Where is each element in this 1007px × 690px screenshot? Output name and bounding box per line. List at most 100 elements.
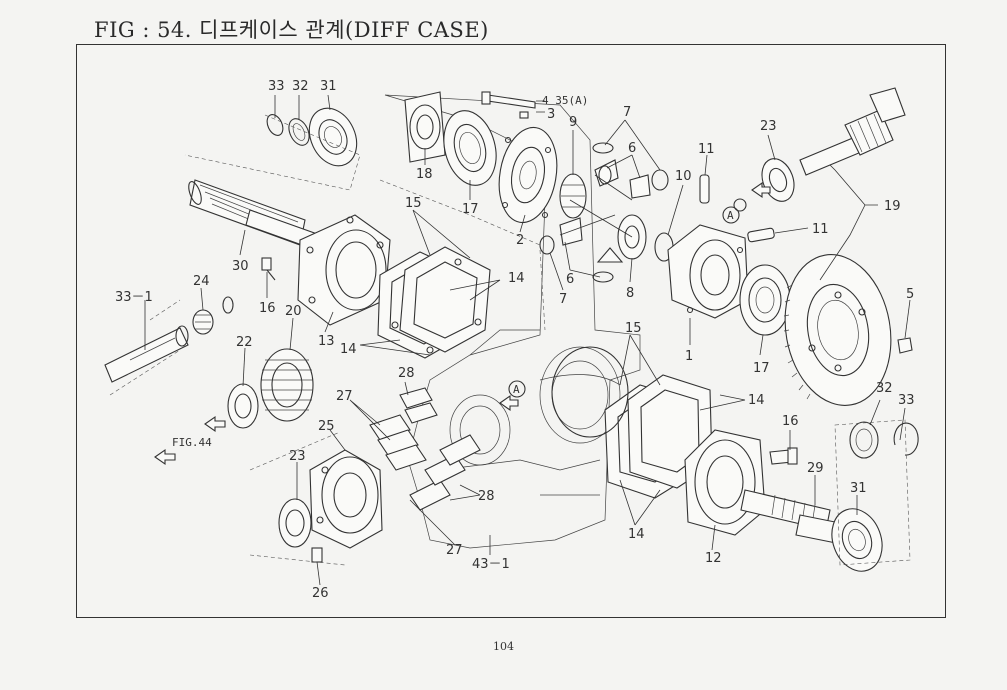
ref-a-case: A [513, 383, 520, 396]
callout-10: 10 [675, 169, 692, 184]
callout-33-upper: 33 [268, 79, 285, 94]
part-snap-ring-small [222, 296, 234, 314]
part-thrust-washer-7-b [651, 169, 669, 191]
part-thrust-washer-7-c [539, 235, 555, 255]
callout-14-upper: 14 [508, 271, 525, 286]
callout-12: 12 [705, 551, 722, 566]
callout-14-lower: 14 [628, 527, 645, 542]
callout-11-upper: 11 [698, 142, 715, 157]
part-bolt-26 [311, 547, 323, 563]
part-pinion-gear-6-upper [594, 159, 619, 187]
part-gasket-14-upper [377, 246, 491, 359]
part-bearing-17-right [739, 264, 791, 336]
part-drive-pinion-shaft-19 [799, 87, 906, 176]
arrow-ref-a-case [499, 380, 526, 412]
part-pinion-gear-6-right [629, 174, 651, 199]
part-lock-plates-28-upper [399, 387, 438, 424]
callout-23-lower: 23 [289, 449, 306, 464]
leader-lines [144, 94, 911, 586]
callout-22: 22 [236, 335, 253, 350]
part-bearing-23-lower [278, 498, 312, 548]
callout-20: 20 [285, 304, 302, 319]
part-bolt-5 [897, 337, 913, 354]
reference-labels: FIG.44 A A [172, 209, 734, 449]
part-gear-20 [260, 348, 314, 422]
ref-fig44: FIG.44 [172, 436, 212, 449]
callout-43-1: 43－1 [472, 557, 510, 572]
callout-13: 13 [318, 334, 335, 349]
callout-9: 9 [569, 115, 577, 130]
callout-19: 19 [884, 199, 901, 214]
part-bearing-31-lower [831, 508, 883, 572]
part-pin-11-lower [747, 227, 775, 243]
part-bearing-22 [227, 383, 259, 429]
part-bearing-housing-25 [309, 449, 383, 549]
callout-32-upper: 32 [292, 79, 309, 94]
callout-33-lower: 33 [898, 393, 915, 408]
callout-29: 29 [807, 461, 824, 476]
part-diff-case-1 [667, 224, 749, 319]
callout-33-1: 33－1 [115, 290, 153, 305]
callout-4-35a: 4 35(A) [542, 94, 588, 107]
arrow-left-mid [204, 415, 226, 433]
callout-14-left: 14 [340, 342, 357, 357]
callout-18: 18 [416, 167, 433, 182]
callout-2: 2 [516, 233, 524, 248]
part-bearing-17-upper [443, 110, 497, 186]
part-bolt-16-left [261, 257, 276, 281]
ref-a-pinion: A [727, 209, 734, 222]
callout-28-upper: 28 [398, 366, 415, 381]
diff-case-housing [379, 94, 641, 549]
callout-6-lower: 6 [566, 272, 574, 287]
callout-7-upper: 7 [623, 105, 631, 120]
callout-27-upper: 27 [336, 389, 353, 404]
callout-15-upper: 15 [405, 196, 422, 211]
callout-15-lower: 15 [625, 321, 642, 336]
part-pinion-gear-bottom [592, 247, 624, 283]
diagram-frame [76, 44, 946, 618]
arrow-ref-a-pinion [722, 181, 771, 224]
part-bolt-4 [481, 91, 536, 109]
callout-24: 24 [193, 274, 210, 289]
part-needle-bearing-24 [192, 309, 214, 335]
part-bolt-16-right [769, 447, 798, 465]
part-ring-gear [783, 254, 892, 406]
part-pin-3 [519, 111, 529, 119]
part-shaft-33-1 [104, 325, 189, 383]
callout-31-upper: 31 [320, 79, 337, 94]
callout-5: 5 [906, 287, 914, 302]
callout-3: 3 [547, 107, 555, 122]
callout-labels: 33 32 31 30 24 33－1 16 20 13 22 14 15 14… [115, 79, 915, 601]
part-snap-ring-33-lower [893, 422, 919, 456]
callout-32-lower: 32 [876, 381, 893, 396]
callout-6-upper: 6 [628, 141, 636, 156]
part-bearing-23-upper [761, 158, 795, 202]
part-pinion-gear-6-lower [559, 217, 583, 246]
part-oil-seal-lower [551, 346, 629, 438]
page-title: FIG : 54. 디프케이스 관계(DIFF CASE) [94, 18, 489, 42]
callout-23-upper: 23 [760, 119, 777, 134]
part-ring-32-lower [849, 421, 879, 459]
callout-28-lower: 28 [478, 489, 495, 504]
part-side-gear-9 [559, 173, 587, 219]
part-bearing-cover-13 [297, 214, 391, 326]
callout-16-left: 16 [259, 301, 276, 316]
callout-26: 26 [312, 586, 329, 601]
callout-17-upper: 17 [462, 202, 479, 217]
part-retainer-18 [404, 91, 446, 163]
page-number: 104 [493, 640, 514, 653]
arrow-fig44 [154, 448, 176, 466]
callout-11-lower: 11 [812, 222, 829, 237]
callout-8: 8 [626, 286, 634, 301]
callout-27-lower: 27 [446, 543, 463, 558]
part-lock-plates-28-lower [409, 434, 481, 511]
callout-30: 30 [232, 259, 249, 274]
callout-31-lower: 31 [850, 481, 867, 496]
part-ring-32-upper [288, 118, 310, 146]
callout-25: 25 [318, 419, 335, 434]
callout-7-lower: 7 [559, 292, 567, 307]
callout-14-right: 14 [748, 393, 765, 408]
callout-1: 1 [685, 349, 693, 364]
part-bearing-31-upper [308, 107, 358, 167]
